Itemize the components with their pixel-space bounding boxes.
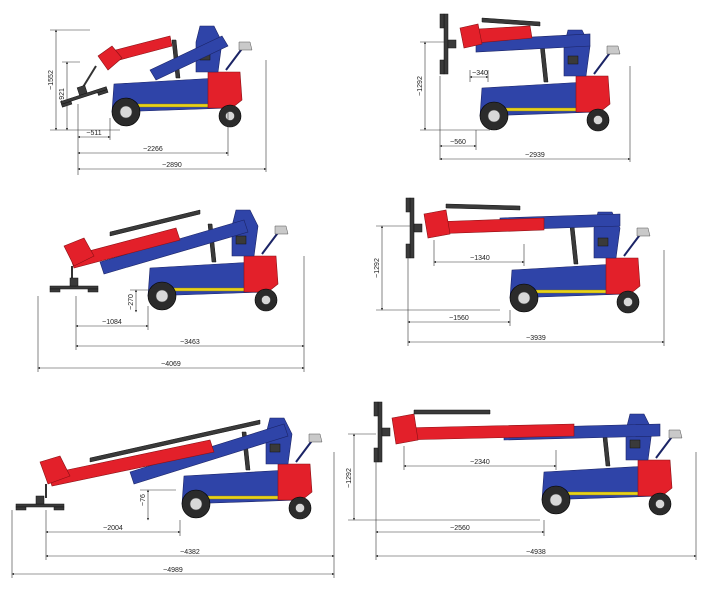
- view-5-drop: ~76: [140, 494, 147, 506]
- boom-outer-section: [129, 423, 289, 485]
- view-2-dim-h2: ~2939: [525, 152, 545, 159]
- view-4-dimensions: ~1292 ~1340 ~1560 ~3939: [374, 225, 665, 346]
- view-1-height-pad: ~921: [59, 88, 66, 104]
- view-6-dimensions: ~1292 ~2340 ~2560 ~4938: [346, 433, 697, 560]
- view-3-dim-h1: ~1084: [102, 319, 122, 326]
- view-4-reach: ~1340: [470, 255, 490, 262]
- view-6-crane-max-reach-vertical-pad: [373, 401, 683, 516]
- view-4-dim-h2: ~3939: [526, 335, 546, 342]
- view-4-crane-vertical-pad-extended: [405, 197, 651, 314]
- view-3-dimensions: ~270 ~1084 ~3463 ~4069: [37, 256, 305, 372]
- view-2-crane-vertical-pad: [439, 13, 621, 132]
- view-3-dim-h2: ~3463: [180, 339, 200, 346]
- view-1-height-total: ~1552: [48, 70, 55, 90]
- boom-outer-section: [149, 35, 229, 81]
- view-1-dimensions: ~1552 ~921 ~511 ~2266 ~2890: [48, 29, 267, 175]
- view-2-dimensions: ~1292 ~340 ~560 ~2939: [417, 41, 631, 162]
- view-5-dim-h2: ~4382: [180, 549, 200, 556]
- view-6-height: ~1292: [346, 468, 353, 488]
- view-5-dim-h1: ~2004: [103, 525, 123, 532]
- view-6-dim-h1: ~2560: [450, 525, 470, 532]
- view-1-dim-h3: ~2890: [162, 162, 182, 169]
- view-3-drop: ~270: [128, 294, 135, 310]
- view-3-crane-extended-horizontal-pad: [49, 209, 289, 312]
- view-1-crane-folded: [57, 25, 253, 128]
- view-4-dim-h1: ~1560: [449, 315, 469, 322]
- view-5-crane-max-reach-horizontal-pad: [15, 417, 323, 520]
- view-5-dim-h3: ~4989: [163, 567, 183, 574]
- view-2-dim-h1: ~560: [450, 139, 466, 146]
- view-6-reach: ~2340: [470, 459, 490, 466]
- view-2-reach-short: ~340: [472, 70, 488, 77]
- view-2-height: ~1292: [417, 76, 424, 96]
- view-1-dim-h2: ~2266: [143, 146, 163, 153]
- boom-outer-section: [99, 219, 249, 275]
- view-3-dim-h3: ~4069: [161, 361, 181, 368]
- view-1-dim-h1: ~511: [86, 130, 101, 137]
- view-6-dim-h2: ~4938: [526, 549, 546, 556]
- view-4-height: ~1292: [374, 258, 381, 278]
- view-5-dimensions: ~76 ~2004 ~4382 ~4989: [11, 452, 335, 578]
